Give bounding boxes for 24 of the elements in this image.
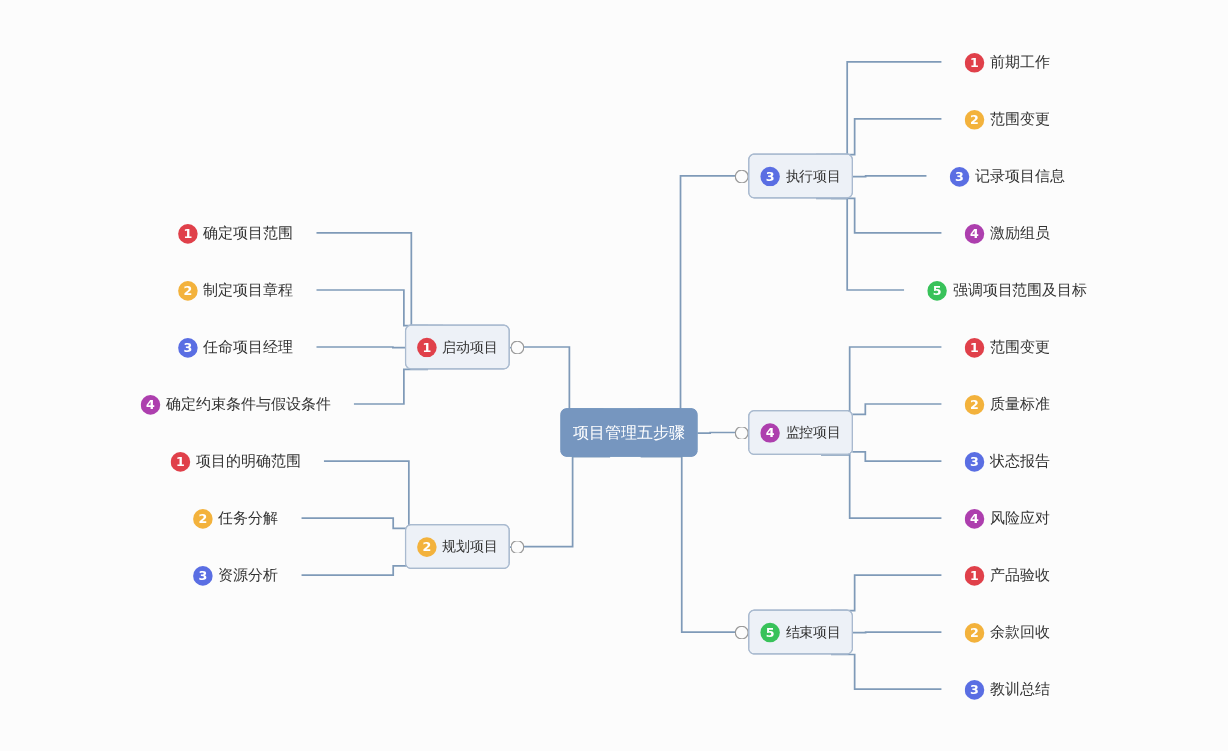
node-text: 1 项目的明确范围 (175, 452, 301, 470)
node-text: 2 制定项目章程 (183, 281, 294, 299)
connector (851, 403, 943, 416)
node-text: 4 激励组员 (970, 224, 1050, 242)
node-text: 1 确定项目范围 (183, 224, 294, 242)
node-text: 2 质量标准 (970, 395, 1050, 413)
node-text: 3 记录项目信息 (955, 167, 1065, 185)
connector (300, 517, 408, 530)
node-text: 4 确定约束条件与假设条件 (146, 395, 331, 413)
node-text: 2 范围变更 (970, 110, 1050, 128)
node-text: 5 强调项目范围及目标 (932, 281, 1088, 299)
node-text: 2 余款回收 (970, 623, 1050, 641)
connector (851, 451, 943, 462)
connector (852, 631, 943, 634)
connector (852, 175, 928, 178)
node-text: 1 产品验收 (970, 566, 1050, 584)
node-text: 3 资源分析 (198, 566, 279, 584)
node-text: 1 前期工作 (970, 53, 1050, 71)
node-text: 3 状态报告 (970, 452, 1050, 470)
node-text: 3 任命项目经理 (183, 338, 294, 356)
node-text: 3 教训总结 (970, 680, 1050, 698)
node-text: 4 风险应对 (970, 509, 1050, 527)
node-text: 2 任务分解 (198, 509, 279, 527)
node-text: 1 范围变更 (970, 338, 1050, 356)
